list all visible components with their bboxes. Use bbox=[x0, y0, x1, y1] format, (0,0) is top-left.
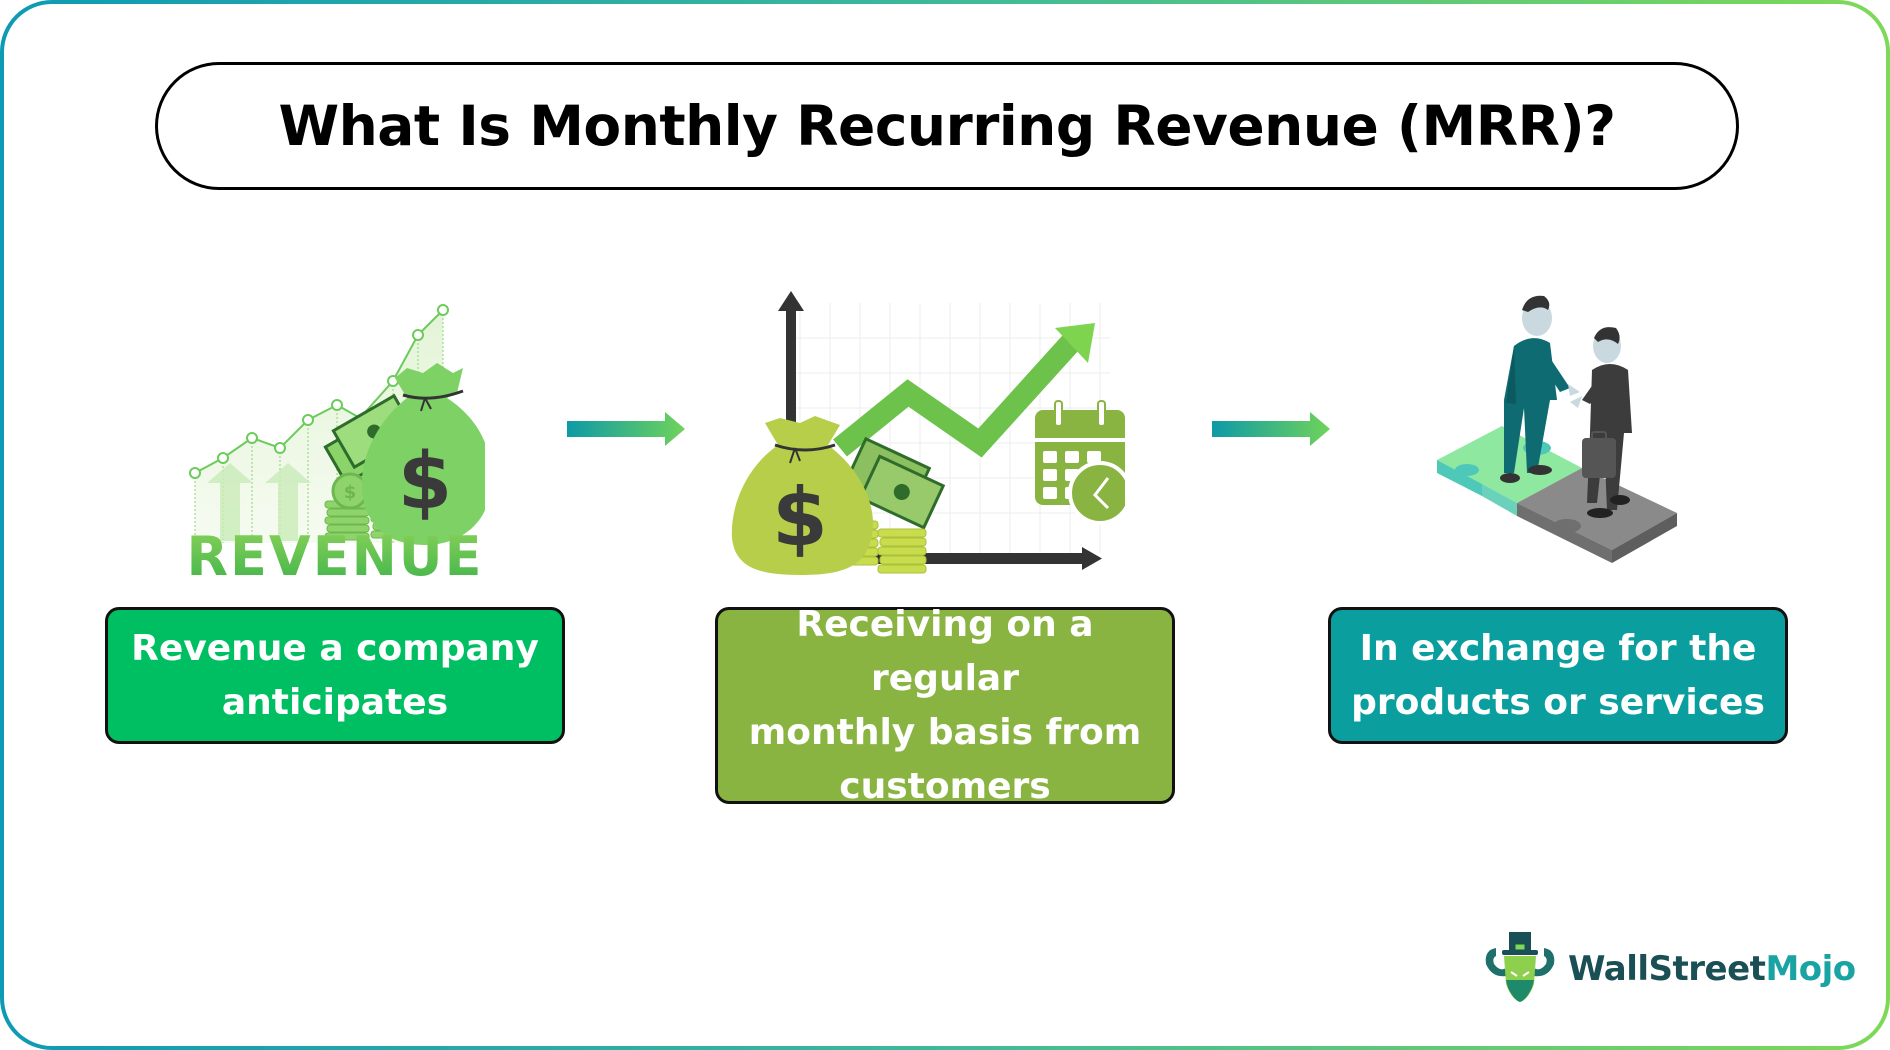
arrow-right-icon bbox=[567, 412, 685, 446]
step-2-line-1: Receiving on a regular bbox=[796, 603, 1094, 699]
svg-text:$: $ bbox=[772, 471, 828, 564]
step-2-line-3: customers bbox=[839, 765, 1051, 807]
logo-text-wallstreet: WallStreet bbox=[1568, 948, 1766, 989]
wallstreetmojo-logo: WallStreetMojo bbox=[1482, 928, 1856, 1009]
svg-text:$: $ bbox=[398, 437, 452, 527]
page-title: What Is Monthly Recurring Revenue (MRR)? bbox=[278, 94, 1616, 158]
business-handshake-puzzle-icon bbox=[1432, 288, 1692, 568]
revenue-growth-icon: $ $ REVENUE bbox=[185, 283, 492, 588]
step-1-line-2: anticipates bbox=[221, 681, 449, 723]
bull-head-icon bbox=[1482, 928, 1558, 1009]
step-card-3: In exchange for the products or services bbox=[1328, 607, 1788, 744]
arrow-right-icon bbox=[1212, 412, 1330, 446]
logo-text-mojo: Mojo bbox=[1765, 948, 1856, 989]
logo-wordmark: WallStreetMojo bbox=[1568, 949, 1856, 989]
svg-text:$: $ bbox=[344, 482, 357, 503]
money-bag-chart-calendar-icon: $ bbox=[730, 283, 1132, 578]
step-3-line-2: products or services bbox=[1351, 681, 1765, 723]
step-3-line-1: In exchange for the bbox=[1359, 627, 1757, 669]
revenue-label: REVENUE bbox=[186, 525, 483, 578]
step-1-line-1: Revenue a company bbox=[131, 627, 539, 669]
step-card-2: Receiving on a regular monthly basis fro… bbox=[715, 604, 1175, 807]
step-2-line-2: monthly basis from bbox=[748, 711, 1142, 753]
step-card-1: Revenue a company anticipates bbox=[105, 607, 565, 744]
title-banner: What Is Monthly Recurring Revenue (MRR)? bbox=[155, 62, 1739, 190]
